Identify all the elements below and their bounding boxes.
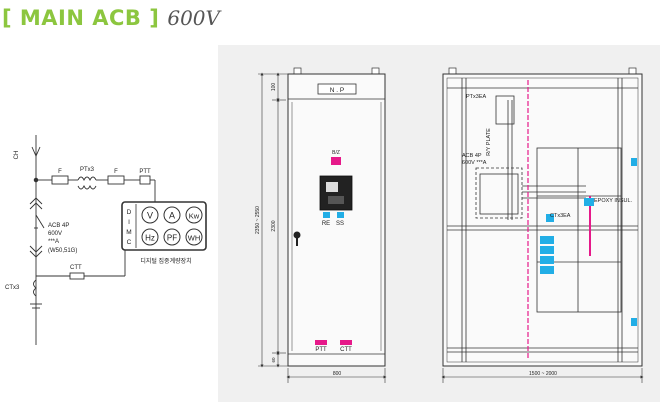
front-ctt-label: CTT (340, 347, 352, 353)
name-plate-label: N . P (330, 87, 344, 94)
meter-side-m: M (126, 229, 131, 236)
meter-caption: 디지털 집중계량장치 (140, 257, 191, 265)
label-ch: CH (14, 151, 20, 160)
meter-cell-label-2: A (169, 211, 175, 221)
front-ptt-label: PTT (315, 347, 327, 353)
label-acb-volt: 600V (48, 231, 62, 237)
meter-cell-4 (141, 228, 159, 246)
front-cabinet (287, 73, 386, 367)
acb-front (319, 175, 353, 211)
label-acb-amp: ***A (48, 239, 59, 245)
label-acb-trip: (W50,51G) (48, 248, 77, 254)
meter-cell-5 (163, 228, 181, 246)
dim-width-side: 1500 ~ 2000 (529, 371, 557, 377)
label-ptt-sld: PTT (139, 169, 151, 175)
label-fuse-1: F (58, 169, 62, 175)
dim-top: 100 (271, 83, 277, 92)
meter-side-i: I (128, 219, 130, 226)
front-view: N . P B/Z RE SS PTT CTT 2350 ~ 2550 100 … (255, 67, 387, 383)
door-handle (293, 231, 301, 239)
page-title: [ MAIN ACB ] 600V (2, 6, 220, 36)
meter-side-c: C (127, 239, 132, 246)
meter-box: V A Kw Hz PF WH D I M C (121, 201, 207, 251)
side-pt-label: PTx3EA (466, 94, 487, 100)
side-ct-label: CTx3EA (550, 213, 571, 219)
dim-bottom: 60 (271, 357, 276, 363)
meter-cell-label-5: PF (167, 234, 177, 243)
re-label: RE (322, 221, 330, 227)
meter-side-d: D (127, 209, 132, 216)
meter-cell-label-1: V (147, 211, 153, 221)
side-acb-label-2: 600V ***A (462, 160, 487, 166)
side-view: PTx3EA R/Y PLATE ACB 4P 600V ***A CTx3EA… (441, 67, 644, 383)
title-main: [ MAIN ACB ] (2, 6, 160, 30)
meter-cell-label-6: WH (188, 234, 201, 243)
ss-label: SS (336, 221, 344, 227)
meter-cell-label-3: Kw (189, 212, 200, 221)
label-ctt-sld: CTT (70, 265, 82, 271)
meter-cell-3 (185, 206, 203, 224)
side-epoxy-label: EPOXY INSUL. (594, 198, 633, 204)
meter-cell-2 (163, 206, 181, 224)
title-voltage: 600V (167, 6, 220, 30)
dim-width-front: 800 (333, 371, 342, 377)
label-fuse-2: F (114, 169, 118, 175)
meter-cell-label-4: Hz (145, 234, 155, 243)
buzzer-label: B/Z (332, 150, 340, 156)
dim-main: 2300 (271, 220, 277, 231)
side-cabinet (442, 73, 643, 367)
side-acb-label-1: ACB 4P (462, 153, 482, 159)
single-line-diagram (29, 135, 156, 345)
label-acb: ACB 4P (48, 223, 69, 229)
side-ry-label: R/Y PLATE (486, 128, 492, 156)
meter-cell-6 (185, 228, 203, 246)
meter-cell-1 (141, 206, 159, 224)
label-pt: PTx3 (80, 167, 95, 173)
label-ct: CTx3 (5, 285, 20, 291)
dim-total: 2350 ~ 2550 (255, 206, 261, 234)
single-line-labels: CH F PTx3 F PTT ACB 4P 600V ***A (W50,51… (5, 151, 192, 291)
